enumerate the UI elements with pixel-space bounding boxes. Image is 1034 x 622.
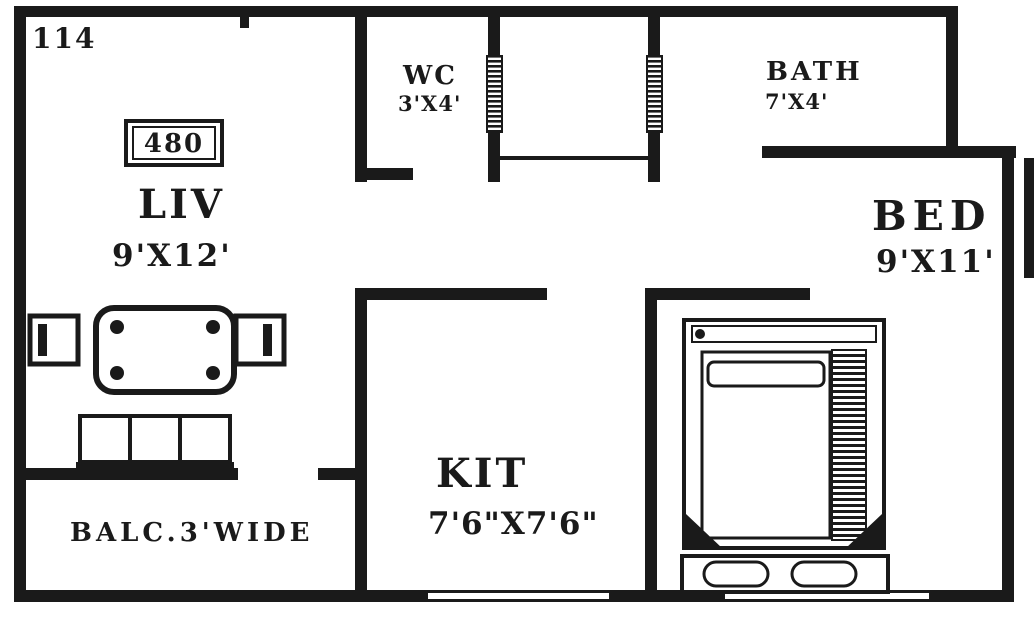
area-badge: [124, 119, 224, 167]
living-room-size: 9'X12': [112, 238, 232, 274]
sofa: [76, 414, 234, 470]
table-corner-mark: [110, 320, 124, 334]
bed: [680, 318, 890, 594]
bench-cushion-left: [702, 560, 770, 588]
unit-number-label: 114: [32, 22, 96, 55]
threshold-line: [500, 156, 650, 160]
pillow: [706, 360, 826, 388]
balcony-label: BALC.3'WIDE: [70, 518, 314, 548]
sofa-cushion: [78, 414, 132, 464]
area-badge-inner-box: [132, 126, 216, 160]
bed-corner-fold-left: [686, 514, 722, 548]
kitchen-size: 7'6"X7'6": [428, 506, 599, 542]
living-room-label: LIV: [138, 181, 225, 228]
dining-chair-right-arm: [263, 324, 272, 356]
headboard: [691, 325, 877, 343]
foot-bench: [680, 554, 890, 594]
bed-size: 9'X11': [876, 244, 996, 280]
walls: [14, 6, 1034, 602]
blanket-strip: [831, 349, 867, 541]
dining-chair-left-arm: [38, 324, 47, 356]
wc-door: [486, 55, 503, 133]
dining-chair-right: [233, 313, 287, 367]
table-corner-mark: [110, 366, 124, 380]
dining-set: [27, 305, 287, 395]
wc-size: 3'X4': [398, 91, 461, 116]
sofa-front-rail: [76, 462, 234, 470]
mattress: [700, 350, 832, 540]
bath-door: [646, 55, 663, 133]
bed-label: BED: [872, 192, 991, 240]
sofa-cushion: [128, 414, 182, 464]
headboard-knob: [695, 329, 705, 339]
dining-chair-left: [27, 313, 81, 367]
wc-label: WC: [402, 61, 457, 91]
bench-cushion-right: [790, 560, 858, 588]
area-label: 480: [144, 129, 204, 159]
bed-corner-fold-right: [846, 514, 882, 548]
area-badge-outer-box: [124, 119, 224, 167]
table-corner-mark: [206, 366, 220, 380]
bed-frame: [682, 318, 886, 550]
bath-label: BATH: [766, 57, 863, 87]
table-corner-mark: [206, 320, 220, 334]
kitchen-label: KIT: [436, 450, 528, 497]
bath-size: 7'X4': [765, 89, 828, 114]
sofa-cushion: [178, 414, 232, 464]
